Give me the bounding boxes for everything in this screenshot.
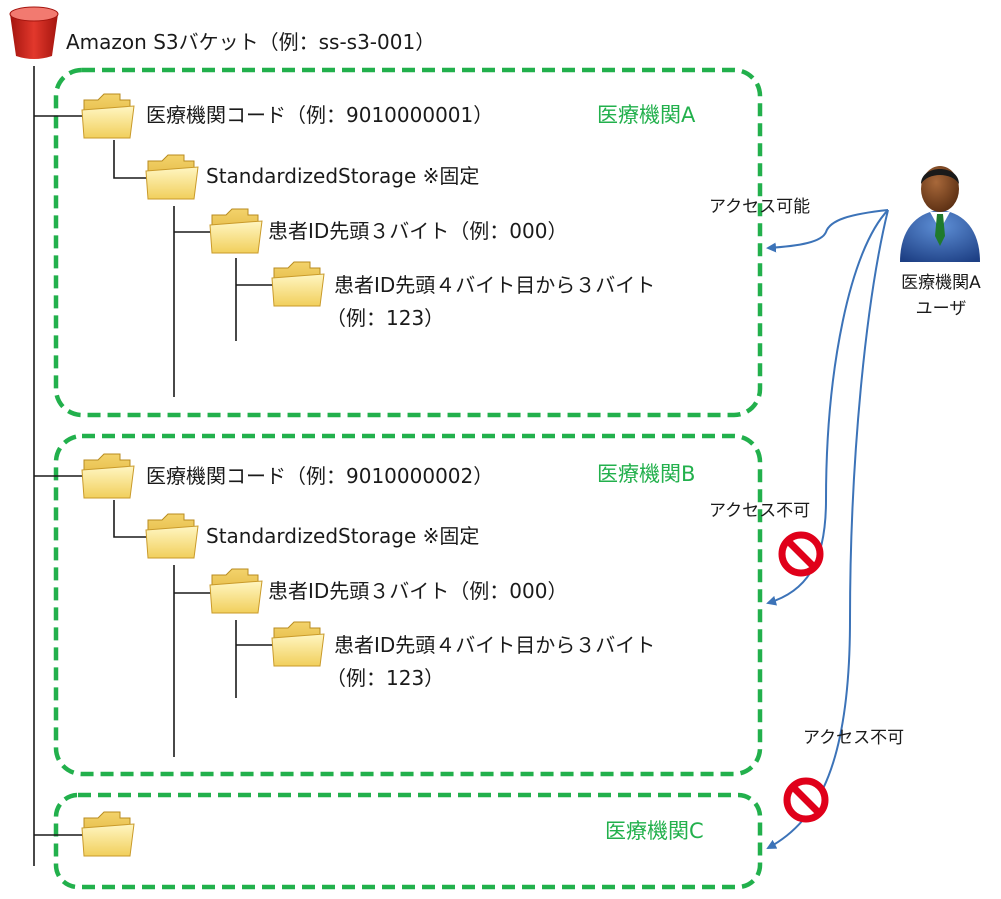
arrow-to-a [766, 209, 889, 253]
tree-lines [33, 66, 274, 866]
folder-icon-a [81, 93, 135, 139]
institution-a-name: 医療機関A [597, 103, 696, 127]
institution-b-folder-label: 医療機関コード（例：9010000002） [146, 464, 494, 488]
group-box-a [53, 67, 763, 418]
user-label-line1: 医療機関A [901, 273, 981, 293]
institution-a-prefix2-line1: 患者ID先頭４バイト目から３バイト [334, 273, 656, 297]
institution-b-storage-label: StandardizedStorage ※固定 [206, 524, 480, 548]
access-arrows [766, 209, 889, 849]
bucket-label: Amazon S3バケット（例：ss-s3-001） [66, 30, 436, 54]
institution-a-folder-label: 医療機関コード（例：9010000001） [146, 103, 494, 127]
access-denied-c-label: アクセス不可 [803, 728, 905, 748]
user-avatar-icon [900, 166, 980, 262]
institution-c-name: 医療機関C [605, 819, 704, 843]
folder-icon-b [81, 453, 135, 499]
folder-icon-c [81, 811, 135, 857]
folder-icon-b-prefix2 [271, 621, 325, 667]
institution-a-prefix2-line2: （例：123） [326, 306, 445, 330]
prohibited-icon-c [783, 777, 829, 823]
folder-icon-a-prefix2 [271, 261, 325, 307]
folder-icon-b-storage [145, 513, 199, 559]
institution-b-prefix2-line1: 患者ID先頭４バイト目から３バイト [334, 633, 656, 657]
folder-icon-b-prefix1 [209, 568, 263, 614]
folder-icon-a-prefix1 [209, 208, 263, 254]
s3-bucket-icon [9, 6, 59, 59]
institution-a-prefix1-label: 患者ID先頭３バイト（例：000） [268, 219, 568, 243]
institution-b-prefix1-label: 患者ID先頭３バイト（例：000） [268, 579, 568, 603]
folder-icon-a-storage [145, 154, 199, 200]
arrow-to-c [766, 209, 889, 849]
group-box-b [53, 433, 763, 777]
access-denied-b-label: アクセス不可 [709, 501, 811, 521]
institution-a-storage-label: StandardizedStorage ※固定 [206, 164, 480, 188]
group-box-c [53, 792, 763, 890]
user-label-line2: ユーザ [915, 299, 967, 319]
access-allowed-label: アクセス可能 [709, 197, 811, 217]
prohibited-icon-b [778, 531, 824, 577]
institution-b-name: 医療機関B [597, 462, 696, 486]
institution-b-prefix2-line2: （例：123） [326, 666, 445, 690]
arrow-to-b [766, 209, 889, 606]
